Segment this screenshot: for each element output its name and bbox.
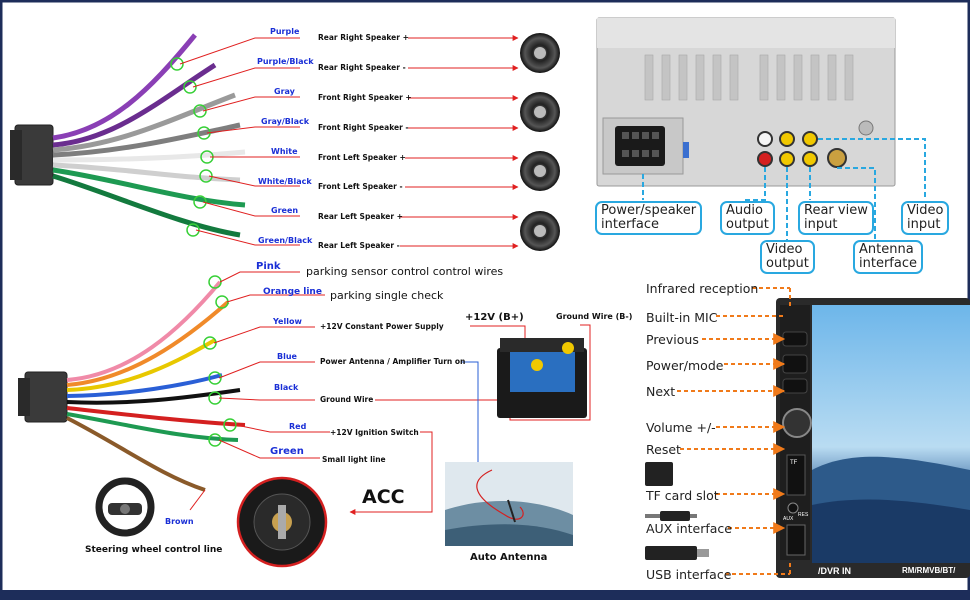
- function-label: Power Antenna / Amplifier Turn on: [320, 357, 466, 366]
- battery-plus-label: +12V (B+): [465, 312, 524, 323]
- wire-label-brown: Brown: [165, 517, 194, 526]
- acc-label: ACC: [362, 486, 405, 508]
- battery-icon: [497, 338, 587, 418]
- wire-label-red: Red: [289, 422, 307, 431]
- wire-label-white: White: [271, 147, 298, 156]
- ignition-switch-icon: [236, 476, 328, 568]
- antenna-photo: [445, 462, 573, 546]
- wire-label-purple-black: Purple/Black: [257, 57, 314, 66]
- previous-label: Previous: [646, 332, 699, 347]
- rca-jacks: [757, 120, 874, 168]
- usb-drive-icon: [645, 546, 709, 560]
- harness-2: [18, 271, 591, 568]
- power-mode-label: Power/mode: [646, 358, 724, 373]
- function-label: +12V Constant Power Supply: [320, 322, 444, 331]
- wire-label-yellow: Yellow: [273, 317, 302, 326]
- harness-1: [10, 33, 560, 251]
- mic-label: Built-in MIC: [646, 310, 718, 325]
- wire-label-blue: Blue: [277, 352, 297, 361]
- aux-label: AUX interface: [646, 521, 732, 536]
- steering-label: Steering wheel control line: [85, 545, 223, 555]
- wire-label-green: Green: [271, 206, 299, 215]
- infrared-label: Infrared reception: [646, 281, 759, 296]
- power-speaker-callout: Power/speaker interface: [595, 201, 703, 235]
- wire-label-green-black: Green/Black: [258, 236, 313, 245]
- speaker-label: Front Right Speaker -: [318, 123, 409, 132]
- speaker-label: Rear Left Speaker -: [318, 241, 400, 250]
- usb-label: USB interface: [646, 567, 732, 582]
- speaker-icons: [520, 33, 560, 251]
- antenna-callout: Antenna interface: [853, 240, 923, 274]
- volume-knob-icon: [782, 408, 812, 438]
- aux-tag: AUX: [783, 516, 794, 522]
- speaker-label: Rear Right Speaker -: [318, 63, 406, 72]
- panel-bottom-left-text: /DVR IN: [818, 566, 852, 576]
- wire-label-gray: Gray: [274, 87, 295, 96]
- next-label: Next: [646, 384, 676, 399]
- tf-card-icon: [645, 462, 673, 486]
- wire-label-purple: Purple: [270, 27, 300, 36]
- video-input-callout: Video input: [901, 201, 950, 235]
- function-label: parking sensor control control wires: [306, 265, 504, 278]
- tf-tag: TF: [790, 460, 798, 466]
- reset-label: Reset: [646, 442, 681, 457]
- res-tag: RES: [798, 512, 809, 518]
- function-label: Small light line: [322, 455, 386, 464]
- volume-label: Volume +/-: [646, 420, 716, 435]
- wire-label-green: Green: [270, 446, 304, 457]
- steering-wheel-icon: [95, 477, 155, 537]
- wire-label-orange: Orange line: [263, 287, 322, 297]
- tf-slot-label: TF card slot: [646, 488, 719, 503]
- speaker-label: Front Left Speaker +: [318, 153, 406, 162]
- rear-panel: [596, 17, 926, 240]
- video-output-callout: Video output: [760, 240, 815, 274]
- speaker-label: Rear Right Speaker +: [318, 33, 409, 42]
- antenna-label: Auto Antenna: [470, 552, 548, 563]
- wire-label-white-black: White/Black: [258, 177, 312, 186]
- aux-cable-icon: [645, 511, 697, 521]
- wire-label-gray-black: Gray/Black: [261, 117, 310, 126]
- speaker-label: Front Right Speaker +: [318, 93, 412, 102]
- speaker-label: Rear Left Speaker +: [318, 212, 403, 221]
- function-label: +12V Ignition Switch: [330, 428, 419, 437]
- function-label: Ground Wire: [320, 395, 374, 404]
- wire-label-black: Black: [274, 383, 299, 392]
- speaker-label: Front Left Speaker -: [318, 182, 403, 191]
- panel-bottom-right-text: RM/RMVB/BT/: [902, 566, 956, 575]
- battery-ground-label: Ground Wire (B-): [556, 312, 633, 321]
- wire-label-pink: Pink: [256, 261, 281, 272]
- audio-output-callout: Audio output: [720, 201, 775, 235]
- front-panel: [645, 287, 970, 578]
- function-label: parking single check: [330, 289, 444, 302]
- rear-view-callout: Rear view input: [798, 201, 874, 235]
